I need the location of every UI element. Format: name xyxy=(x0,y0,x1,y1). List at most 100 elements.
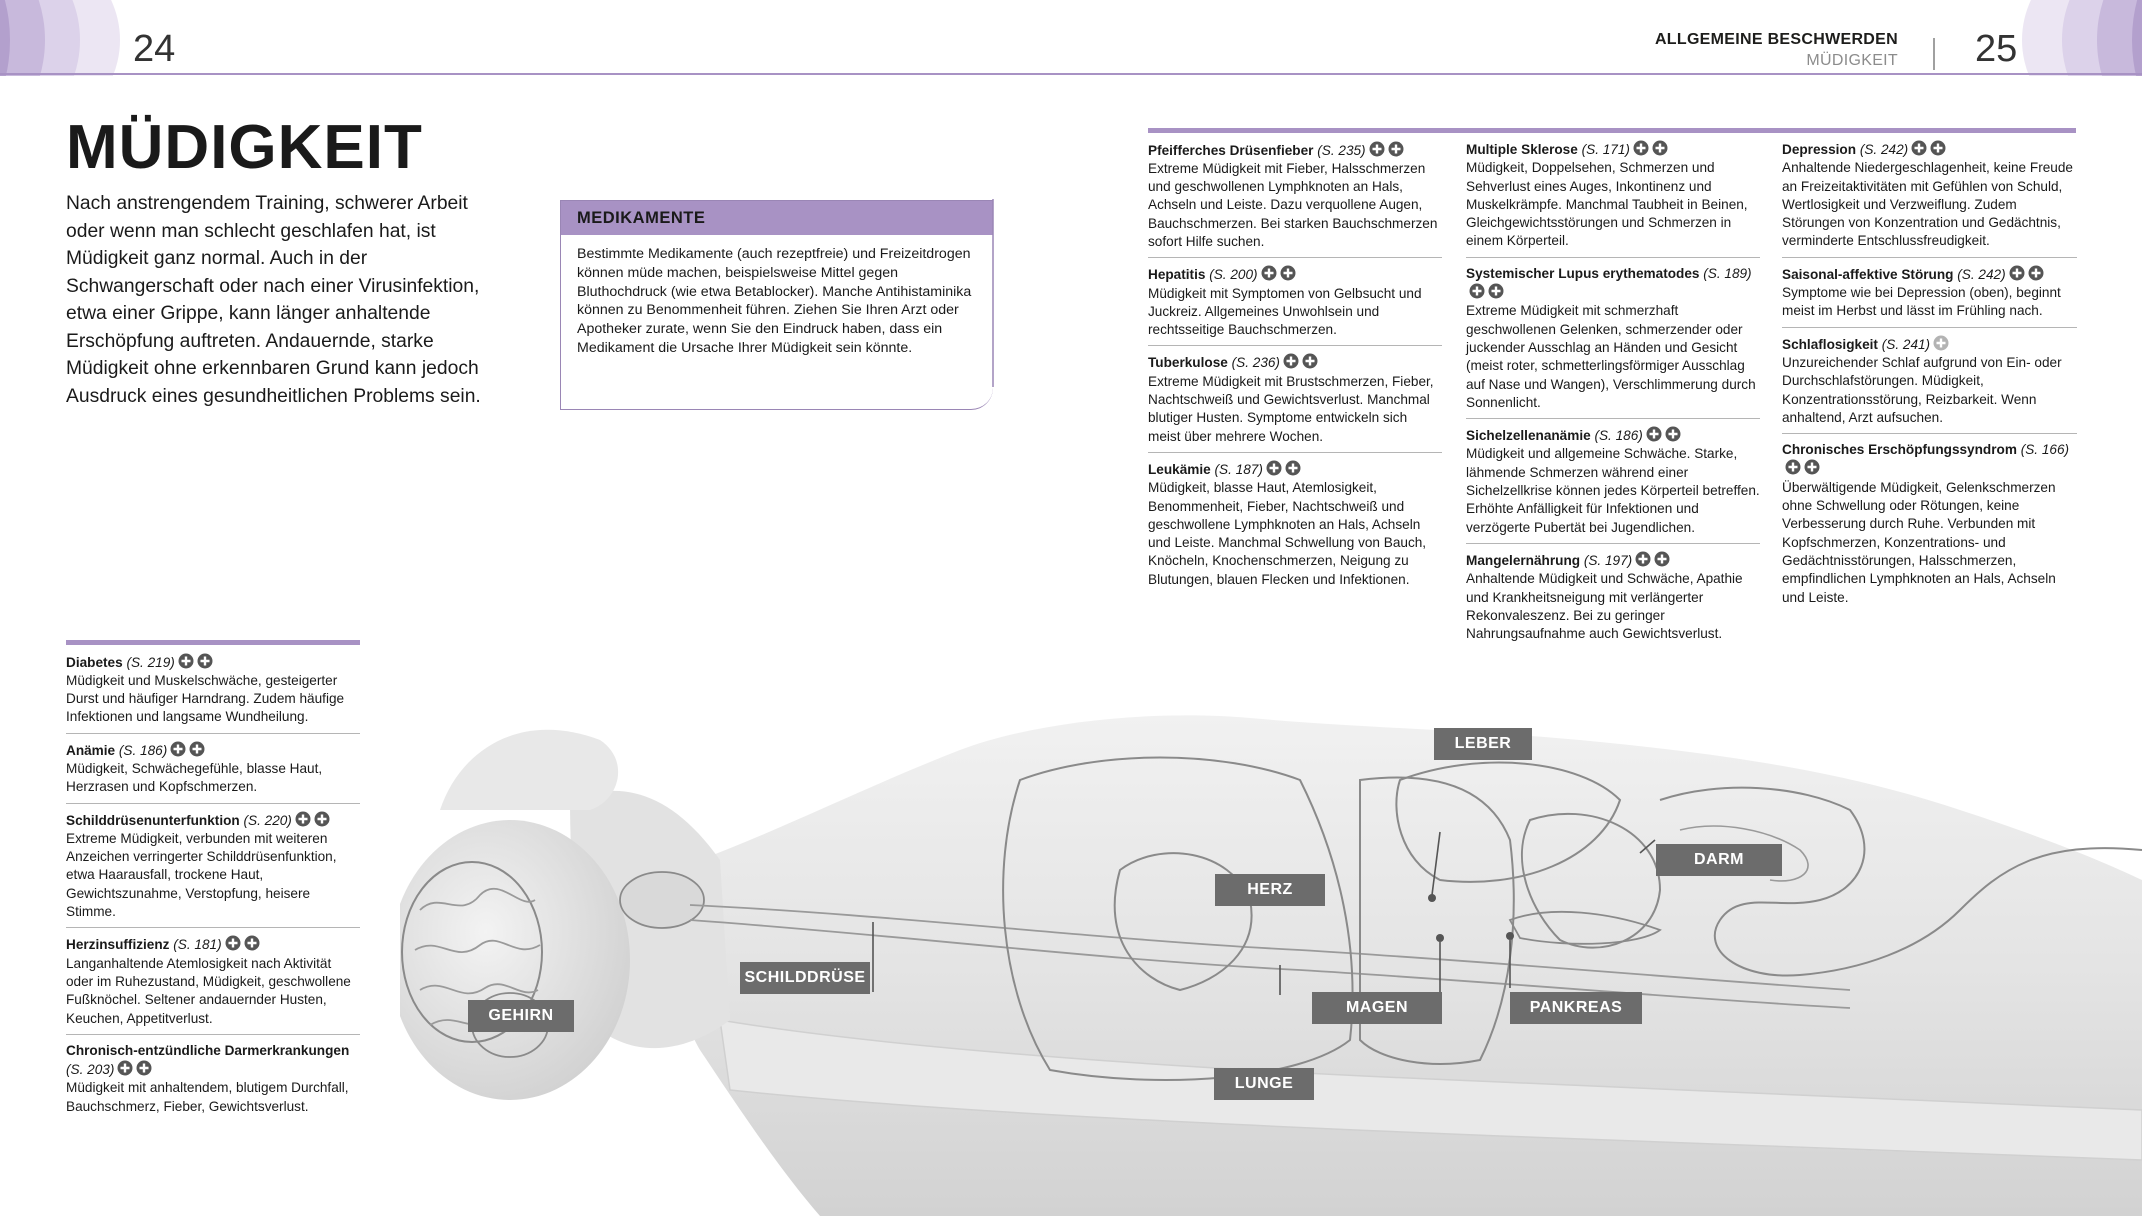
plus-circle-icon xyxy=(189,741,205,757)
condition-name: Multiple Sklerose xyxy=(1466,142,1578,157)
condition-header: Multiple Sklerose (S. 171) xyxy=(1466,140,1760,159)
plus-circle-icon xyxy=(1930,140,1946,156)
condition-description: Anhaltende Müdigkeit und Schwäche, Apath… xyxy=(1466,570,1760,643)
condition-name: Schilddrüsenunterfunktion xyxy=(66,813,240,828)
plus-circle-icon xyxy=(1280,265,1296,281)
plus-circle-icon xyxy=(117,1060,133,1076)
plus-circle-icon xyxy=(1633,140,1649,156)
plus-circle-icon xyxy=(170,741,186,757)
label-lunge: LUNGE xyxy=(1214,1068,1314,1100)
condition-entry: Schilddrüsenunterfunktion (S. 220) Extrem… xyxy=(66,811,360,929)
label-pankreas: PANKREAS xyxy=(1510,992,1642,1024)
column-1: Pfeifferches Drüsenfieber (S. 235) Extrem… xyxy=(1148,128,1442,602)
condition-entry: Chronisches Erschöpfungssyndrom (S. 166)… xyxy=(1782,441,2077,613)
page-number-left: 24 xyxy=(133,28,175,71)
condition-header: Depression (S. 242) xyxy=(1782,140,2077,159)
condition-description: Symptome wie bei Depression (oben), begi… xyxy=(1782,284,2077,321)
condition-entry: Hepatitis (S. 200)Müdigkeit mit Symptome… xyxy=(1148,265,1442,346)
plus-circle-icon xyxy=(1652,140,1668,156)
page-reference: (S. 235) xyxy=(1317,143,1365,158)
condition-description: Müdigkeit und allgemeine Schwäche. Stark… xyxy=(1466,445,1760,536)
condition-entry: Anämie (S. 186)Müdigkeit, Schwächegefühl… xyxy=(66,741,360,804)
label-magen: MAGEN xyxy=(1312,992,1442,1024)
page-reference: (S. 166) xyxy=(2021,442,2069,457)
condition-entry: Tuberkulose (S. 236)Extreme Müdigkeit mi… xyxy=(1148,353,1442,452)
condition-name: Tuberkulose xyxy=(1148,355,1228,370)
condition-description: Müdigkeit und Muskelschwäche, gesteigert… xyxy=(66,672,360,727)
page-reference: (S. 242) xyxy=(1860,142,1908,157)
left-column-topbar xyxy=(66,640,360,645)
condition-entry: Mangelernährung (S. 197) Anhaltende Müdig… xyxy=(1466,551,1760,649)
page-reference: (S. 186) xyxy=(1594,428,1642,443)
anatomy-figure: LEBER DARM HERZ SCHILDDRÜSE GEHIRN MAGEN… xyxy=(400,690,2142,1216)
page-reference: (S. 200) xyxy=(1209,267,1257,282)
condition-description: Müdigkeit mit anhaltendem, blutigem Durc… xyxy=(66,1079,360,1116)
condition-header: Anämie (S. 186) xyxy=(66,741,360,760)
condition-name: Chronisches Erschöpfungssyndrom xyxy=(1782,442,2017,457)
page-reference: (S. 189) xyxy=(1703,266,1751,281)
page-reference: (S. 241) xyxy=(1882,337,1930,352)
condition-description: Überwältigende Müdigkeit, Gelenkschmerze… xyxy=(1782,479,2077,607)
section-subtitle: MÜDIGKEIT xyxy=(1806,52,1898,70)
condition-description: Extreme Müdigkeit, verbunden mit weitere… xyxy=(66,830,360,921)
medikamente-heading: MEDIKAMENTE xyxy=(577,209,705,228)
column-3: Depression (S. 242)Anhaltende Niedergesc… xyxy=(1782,140,2077,620)
header-decoration-left xyxy=(0,0,150,76)
plus-circle-icon xyxy=(1654,551,1670,567)
plus-circle-icon xyxy=(1488,283,1504,299)
section-title: ALLGEMEINE BESCHWERDEN xyxy=(1655,31,1898,49)
plus-circle-icon xyxy=(314,811,330,827)
left-column: Diabetes (S. 219)Müdigkeit und Muskelsch… xyxy=(66,640,360,1129)
condition-description: Anhaltende Niedergeschlagenheit, keine F… xyxy=(1782,159,2077,250)
condition-name: Pfeifferches Drüsenfieber xyxy=(1148,143,1313,158)
condition-header: Herzinsuffizienz (S. 181) xyxy=(66,935,360,954)
condition-header: Tuberkulose (S. 236) xyxy=(1148,353,1442,372)
page-reference: (S. 242) xyxy=(1957,267,2005,282)
label-darm: DARM xyxy=(1656,844,1782,876)
plus-circle-icon xyxy=(2028,265,2044,281)
header-separator xyxy=(1933,38,1935,70)
plus-circle-icon xyxy=(2009,265,2025,281)
condition-header: Leukämie (S. 187) xyxy=(1148,460,1442,479)
plus-circle-icon xyxy=(178,653,194,669)
page-title: MÜDIGKEIT xyxy=(66,112,423,183)
condition-header: Systemischer Lupus erythematodes (S. 189… xyxy=(1466,265,1760,303)
condition-name: Depression xyxy=(1782,142,1856,157)
condition-entry: Saisonal-affektive Störung (S. 242) Sympt… xyxy=(1782,265,2077,328)
condition-entry: Systemischer Lupus erythematodes (S. 189… xyxy=(1466,265,1760,419)
page-reference: (S. 181) xyxy=(173,937,221,952)
condition-entry: Diabetes (S. 219)Müdigkeit und Muskelsch… xyxy=(66,653,360,734)
condition-name: Chronisch-entzündliche Darmerkrankungen xyxy=(66,1043,349,1058)
medikamente-box-edge xyxy=(991,199,995,389)
plus-circle-icon xyxy=(197,653,213,669)
condition-description: Müdigkeit, Doppelsehen, Schmerzen und Se… xyxy=(1466,159,1760,250)
condition-name: Sichelzellenanämie xyxy=(1466,428,1591,443)
condition-name: Hepatitis xyxy=(1148,267,1205,282)
condition-header: Hepatitis (S. 200) xyxy=(1148,265,1442,284)
condition-name: Leukämie xyxy=(1148,462,1211,477)
condition-name: Schlaflosigkeit xyxy=(1782,337,1878,352)
plus-circle-icon xyxy=(295,811,311,827)
condition-name: Anämie xyxy=(66,743,115,758)
condition-description: Langanhaltende Atemlosigkeit nach Aktivi… xyxy=(66,955,360,1028)
condition-name: Saisonal-affektive Störung xyxy=(1782,267,1953,282)
label-schilddruese: SCHILDDRÜSE xyxy=(740,962,870,994)
page-reference: (S. 203) xyxy=(66,1062,114,1077)
columns-topbar xyxy=(1148,128,2076,133)
page-reference: (S. 219) xyxy=(126,655,174,670)
page-number-right: 25 xyxy=(1975,28,2017,71)
page-reference: (S. 186) xyxy=(119,743,167,758)
plus-circle-icon xyxy=(244,935,260,951)
plus-circle-icon xyxy=(225,935,241,951)
label-leber: LEBER xyxy=(1434,728,1532,760)
condition-name: Mangelernährung xyxy=(1466,553,1580,568)
condition-description: Müdigkeit mit Symptomen von Gelbsucht un… xyxy=(1148,285,1442,340)
plus-circle-icon xyxy=(1665,426,1681,442)
condition-description: Extreme Müdigkeit mit Brustschmerzen, Fi… xyxy=(1148,373,1442,446)
plus-circle-icon xyxy=(1285,460,1301,476)
condition-description: Extreme Müdigkeit mit schmerzhaft geschw… xyxy=(1466,302,1760,412)
page-reference: (S. 197) xyxy=(1584,553,1632,568)
plus-circle-icon xyxy=(1804,459,1820,475)
page-reference: (S. 220) xyxy=(243,813,291,828)
condition-description: Extreme Müdigkeit mit Fieber, Halsschmer… xyxy=(1148,160,1442,251)
